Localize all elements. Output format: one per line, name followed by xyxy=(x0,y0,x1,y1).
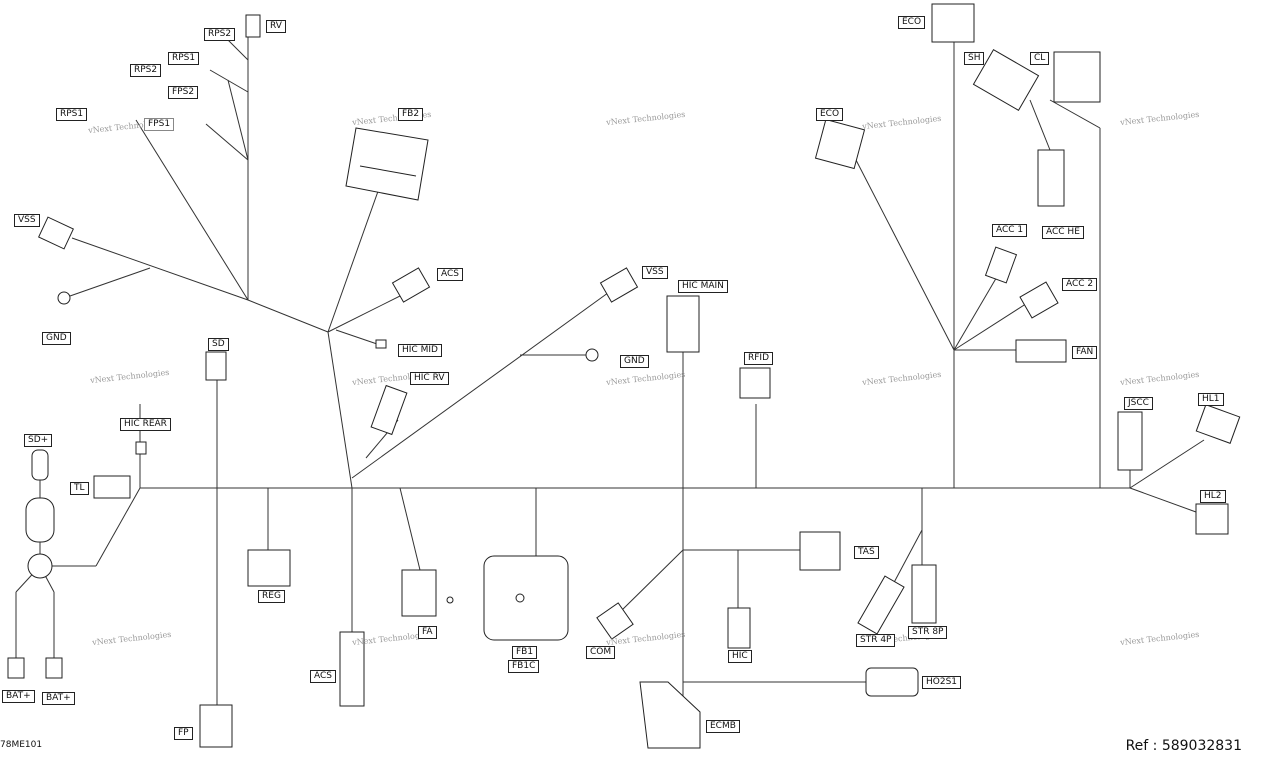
label-reg: REG xyxy=(258,590,285,603)
label-hic-rv: HIC RV xyxy=(410,372,449,385)
label-fa: FA xyxy=(418,626,437,639)
label-sh: SH xyxy=(964,52,985,65)
label-ecmb: ECMB xyxy=(706,720,740,733)
label-rps2-top: RPS2 xyxy=(204,28,236,41)
label-fps1: FPS1 xyxy=(144,118,175,131)
label-cl: CL xyxy=(1030,52,1050,65)
label-acs-bottom: ACS xyxy=(310,670,336,683)
label-hl1: HL1 xyxy=(1198,393,1224,406)
label-fp: FP xyxy=(174,727,193,740)
connector-shapes xyxy=(7,3,1241,749)
label-ho2s1: HO2S1 xyxy=(922,676,962,689)
label-hic-bottom: HIC xyxy=(728,650,752,663)
label-sd: SD xyxy=(208,338,229,351)
label-eco-top: ECO xyxy=(898,16,926,29)
label-sd-plus: SD+ xyxy=(24,434,53,447)
label-tl: TL xyxy=(70,482,89,495)
harness-wires xyxy=(15,28,1205,705)
label-gnd-left: GND xyxy=(42,332,71,345)
label-tas: TAS xyxy=(854,546,879,559)
label-jscc: JSCC xyxy=(1124,397,1153,410)
label-fb1: FB1 xyxy=(512,646,538,659)
label-eco-mid: ECO xyxy=(816,108,844,121)
reference-number: Ref : 589032831 xyxy=(1125,738,1242,754)
label-rps1-top: RPS1 xyxy=(168,52,200,65)
label-bat-right: BAT+ xyxy=(42,692,75,705)
label-vss-left: VSS xyxy=(14,214,40,227)
label-bat-left: BAT+ xyxy=(2,690,35,703)
label-str8p: STR 8P xyxy=(908,626,948,639)
label-fan: FAN xyxy=(1072,346,1098,359)
label-hl2: HL2 xyxy=(1200,490,1226,503)
label-rps1: RPS1 xyxy=(56,108,88,121)
label-acc-he: ACC HE xyxy=(1042,226,1084,239)
label-fb2: FB2 xyxy=(398,108,424,121)
label-hic-mid: HIC MID xyxy=(398,344,442,357)
label-rv: RV xyxy=(266,20,286,33)
document-id: 78ME101 xyxy=(0,740,43,750)
label-rfid: RFID xyxy=(744,352,774,365)
label-acs-top: ACS xyxy=(437,268,463,281)
label-str4p: STR 4P xyxy=(856,634,896,647)
label-acc2: ACC 2 xyxy=(1062,278,1098,291)
label-acc1: ACC 1 xyxy=(992,224,1028,237)
label-hic-rear: HIC REAR xyxy=(120,418,171,431)
label-hic-main: HIC MAIN xyxy=(678,280,728,293)
label-vss-mid: VSS xyxy=(642,266,668,279)
label-com: COM xyxy=(586,646,616,659)
label-gnd-mid: GND xyxy=(620,355,649,368)
label-rps2: RPS2 xyxy=(130,64,162,77)
label-fps2: FPS2 xyxy=(168,86,199,99)
label-fb1c: FB1C xyxy=(508,660,540,673)
